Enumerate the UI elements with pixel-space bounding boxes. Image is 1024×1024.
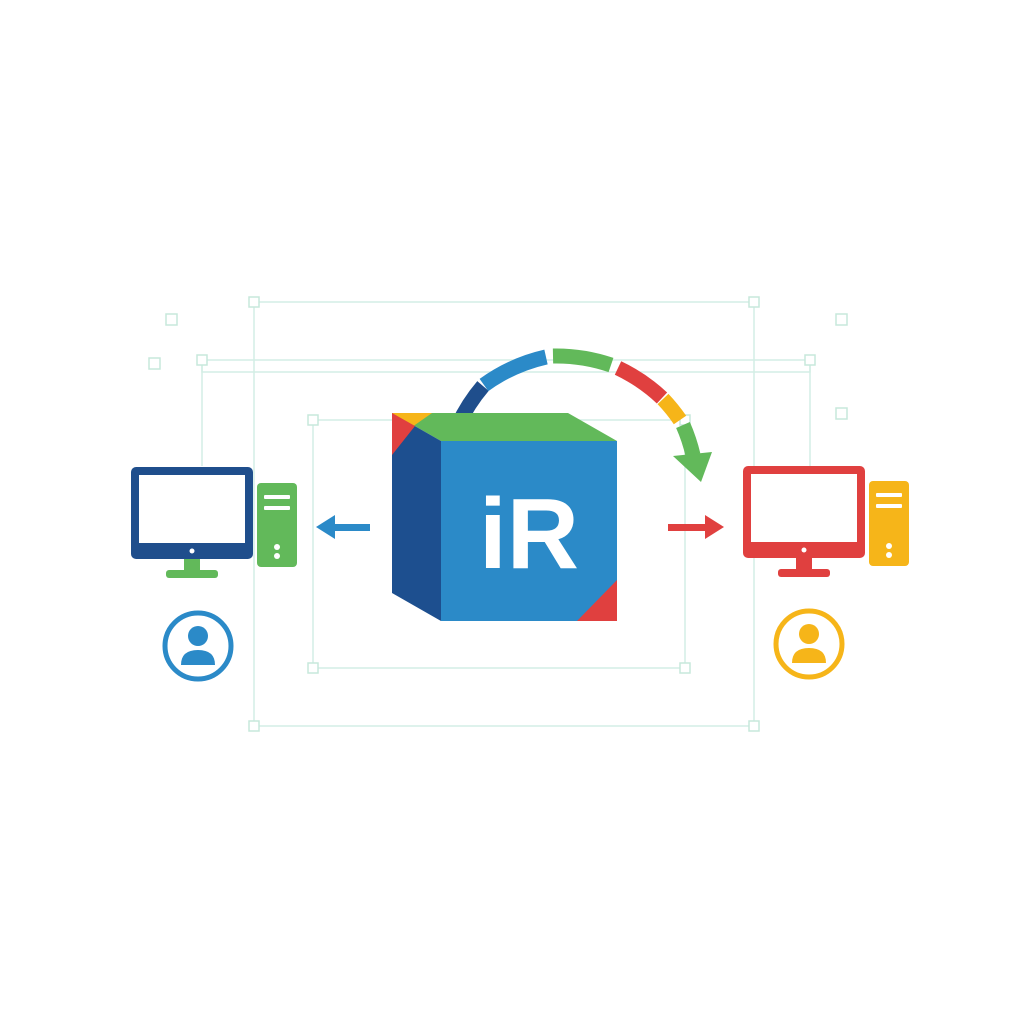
monitor-screen <box>751 474 857 542</box>
cube-front-face <box>441 441 617 621</box>
arrow-head <box>673 452 712 482</box>
left-workstation <box>131 467 297 682</box>
guide-node <box>748 720 760 732</box>
monitor-neck <box>796 558 812 570</box>
monitor-base <box>778 569 830 577</box>
tower-slot <box>264 506 290 510</box>
arrow-segment-blue <box>479 349 548 392</box>
arrow-left-shaft <box>332 524 370 531</box>
avatar-head <box>188 626 208 646</box>
tower-body <box>869 481 909 566</box>
tower-slot <box>876 504 902 508</box>
cube-top-face <box>392 413 617 441</box>
arrow-right-head <box>705 515 724 539</box>
arrow-left-head <box>316 515 335 539</box>
guide-node <box>165 313 178 326</box>
tower-slot <box>876 493 902 497</box>
arrow-right-icon <box>668 515 724 539</box>
guide-node <box>307 662 319 674</box>
monitor-neck <box>184 559 200 571</box>
monitor-base <box>166 570 218 578</box>
arrow-segment-yellow <box>657 393 687 425</box>
avatar-body <box>792 648 826 663</box>
cube-corner-red-bottom <box>577 580 617 621</box>
user-avatar-icon <box>773 608 845 680</box>
guide-nodes <box>148 296 848 732</box>
guide-node <box>196 354 208 366</box>
tower-led <box>274 544 280 550</box>
guide-node <box>835 407 848 420</box>
avatar-head <box>799 624 819 644</box>
user-avatar-icon <box>162 610 234 682</box>
monitor-icon <box>131 467 253 578</box>
arrow-segment-green-end <box>676 421 701 457</box>
monitor-power-dot <box>801 547 807 553</box>
cube-corner-yellow <box>392 413 432 427</box>
monitor-screen <box>139 475 245 543</box>
cube-side-face <box>392 413 441 621</box>
guide-node <box>248 720 260 732</box>
tower-led <box>274 553 280 559</box>
avatar-body <box>181 650 215 665</box>
right-workstation <box>743 466 909 680</box>
guide-node <box>248 296 260 308</box>
tower-led <box>886 552 892 558</box>
cube-corner-red-top <box>392 413 415 455</box>
arrow-segment-red <box>614 361 668 404</box>
arrow-right-shaft <box>668 524 708 531</box>
tower-body <box>257 483 297 567</box>
guide-node <box>748 296 760 308</box>
monitor-power-dot <box>189 548 195 554</box>
arrow-segment-green <box>552 348 614 373</box>
logo-letters: iR <box>479 478 579 590</box>
arrow-left-icon <box>316 515 370 539</box>
guide-node <box>679 662 691 674</box>
guide-node <box>804 354 816 366</box>
computer-tower-icon <box>257 483 297 567</box>
monitor-icon <box>743 466 865 577</box>
tower-slot <box>264 495 290 499</box>
guide-node <box>835 313 848 326</box>
guide-node <box>307 414 319 426</box>
tower-led <box>886 543 892 549</box>
guide-node <box>148 357 161 370</box>
cube-logo-icon: iR <box>392 413 617 621</box>
computer-tower-icon <box>869 481 909 566</box>
